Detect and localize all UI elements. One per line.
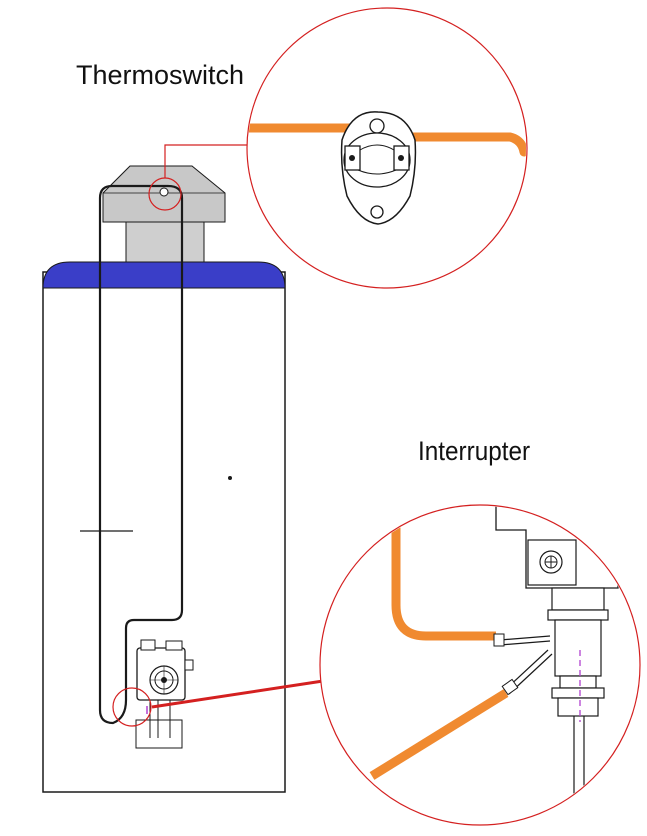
wire-loop <box>98 184 184 725</box>
thermoswitch-leader <box>164 144 248 178</box>
thermoswitch-label: Thermoswitch <box>76 60 245 90</box>
thermoswitch-part-icon <box>340 111 417 225</box>
gas-control-valve-icon <box>135 639 194 749</box>
interrupter-label: Interrupter <box>418 436 531 466</box>
interrupter-part-icon <box>493 506 629 800</box>
flue-hood <box>102 165 226 263</box>
thermoswitch-detail <box>246 7 528 289</box>
tank-top-cap <box>42 261 286 289</box>
interrupter-callout-ring <box>112 687 152 727</box>
interrupter-detail <box>319 504 641 826</box>
water-heater-tank <box>42 261 286 793</box>
interrupter-leader <box>151 679 324 709</box>
